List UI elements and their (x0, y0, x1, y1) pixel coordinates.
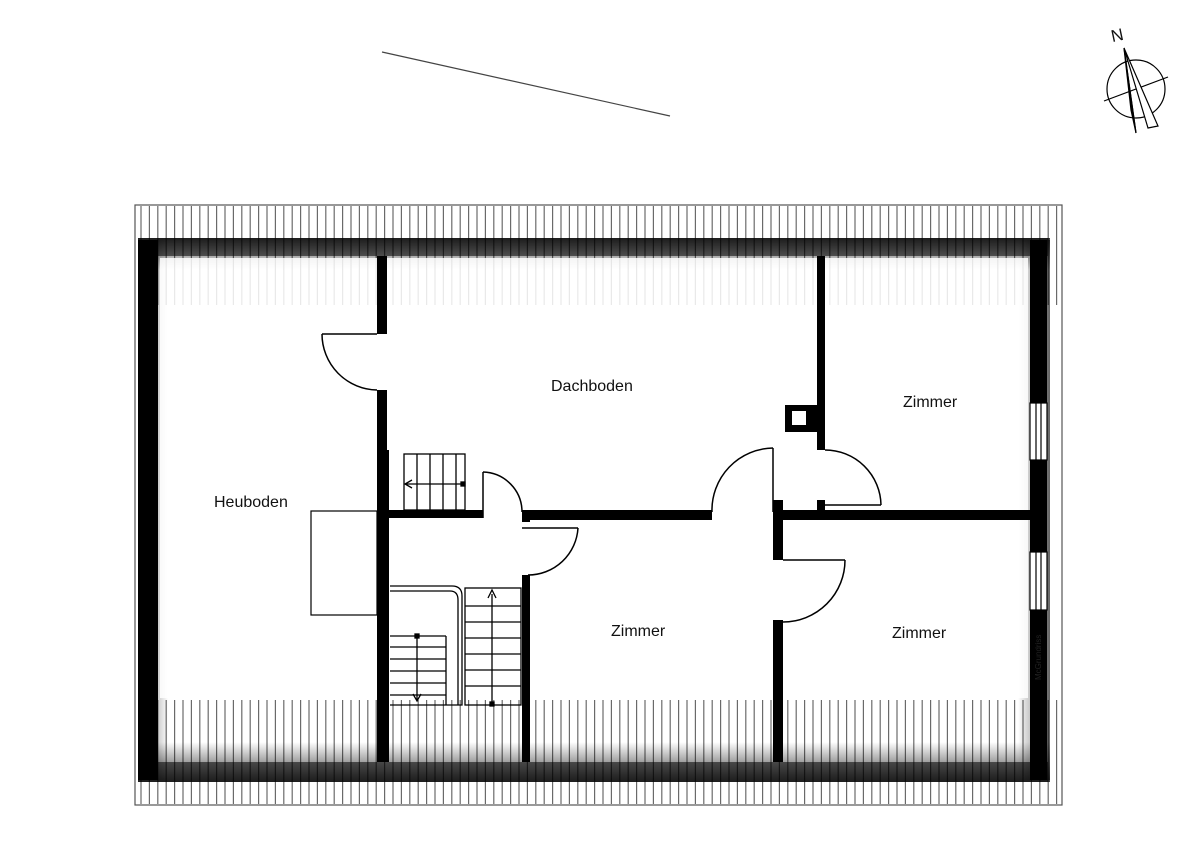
wall-ne-room-stub (817, 500, 825, 512)
window-se (1029, 551, 1048, 611)
wall-top (138, 238, 1048, 256)
wall-bottom (138, 762, 1048, 782)
wall-ne-room-left (817, 256, 825, 450)
door-zimmer-se (782, 559, 846, 623)
dormer-outline (381, 51, 671, 117)
door-hall-north (482, 471, 523, 518)
wall-hall-top-right (522, 510, 712, 520)
wall-heuboden-stair (377, 450, 389, 762)
windows (1029, 402, 1048, 611)
walls (138, 238, 1048, 782)
stair-up (464, 587, 522, 707)
wall-heuboden-upper (377, 256, 387, 334)
stair-down (390, 585, 463, 706)
wall-right-mid (1030, 460, 1047, 552)
roof-outline (134, 204, 1063, 806)
door-zimmer-ne (824, 449, 882, 506)
wall-left (138, 240, 158, 780)
compass-north-label: N (1109, 25, 1125, 46)
wall-right-upper (1030, 240, 1047, 403)
window-ne (1029, 402, 1048, 461)
label-dachboden: Dachboden (551, 378, 633, 395)
label-zimmer-center: Zimmer (611, 623, 666, 640)
stairs (390, 453, 522, 707)
wall-right-lower (1030, 610, 1047, 780)
label-zimmer-se: Zimmer (892, 625, 947, 642)
compass-icon: N (1103, 25, 1169, 134)
chimney (785, 405, 817, 432)
dormer-hatching (383, 52, 662, 198)
wall-center-east-upper (773, 518, 783, 560)
door-hall-east (522, 527, 579, 576)
wall-east-rooms-split (773, 510, 1030, 520)
wall-dach-stub (773, 500, 783, 512)
watermark-text: McGrundriss (1034, 635, 1043, 680)
wall-heuboden-mid (377, 390, 387, 450)
wall-hall-top-left (387, 510, 483, 518)
door-heuboden (321, 333, 378, 391)
hatch-opening (310, 510, 378, 616)
stair-ladder-top (403, 453, 466, 511)
doors (321, 333, 882, 623)
interior-fill (160, 258, 1028, 698)
label-heuboden: Heuboden (214, 494, 288, 511)
label-zimmer-ne: Zimmer (903, 394, 958, 411)
wall-stair-right (522, 575, 530, 762)
door-zimmer-center (711, 447, 774, 513)
wall-hall-right (522, 518, 530, 522)
wall-center-east-lower (773, 620, 783, 762)
